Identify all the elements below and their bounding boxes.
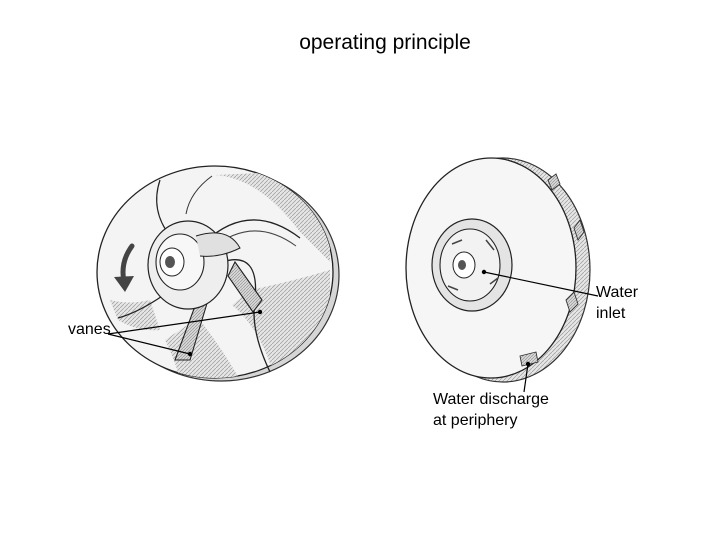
vanes-leader-line-lower [107, 333, 191, 355]
slide-title: operating principle [299, 31, 471, 54]
closed-impeller-illustration [405, 157, 591, 383]
inlet-leader-line [483, 271, 599, 297]
water-inlet-label: Water inlet [596, 284, 639, 322]
vanes-leader-line-upper [107, 311, 261, 335]
leader-lines [107, 271, 599, 393]
water-discharge-label: Water discharge at periphery [433, 391, 549, 429]
discharge-leader-line [523, 363, 529, 393]
open-impeller-illustration [96, 165, 340, 382]
vanes-label: vanes [68, 321, 111, 338]
rotation-arrow-icon [114, 243, 135, 292]
